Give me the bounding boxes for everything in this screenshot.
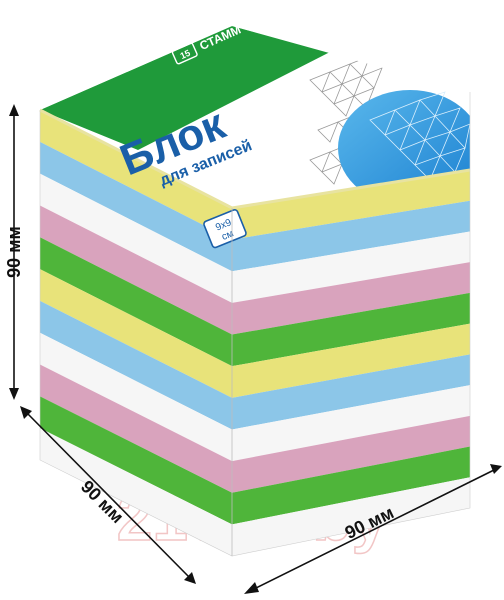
right-paper-stripe — [232, 170, 470, 240]
right-paper-stripe — [232, 354, 470, 430]
right-paper-stripe — [232, 385, 470, 462]
height-label: 90 мм — [4, 226, 24, 278]
right-paper-stripe — [232, 477, 470, 556]
cube-right-face — [232, 170, 470, 556]
right-paper-stripe — [232, 200, 470, 272]
left-paper-stripe — [40, 237, 232, 367]
left-paper-stripe — [40, 110, 232, 240]
left-paper-stripe — [40, 173, 232, 303]
left-paper-stripe — [40, 141, 232, 272]
cube-left-face — [40, 110, 232, 556]
right-paper-stripe — [232, 292, 470, 367]
height-dimension: 90 мм — [4, 104, 24, 400]
right-paper-stripe — [232, 231, 470, 303]
right-paper-stripe — [232, 415, 470, 493]
brand-logo-number: 15 — [179, 48, 192, 61]
left-paper-stripe — [40, 269, 232, 398]
left-paper-stripe — [40, 300, 232, 430]
right-paper-stripe — [232, 446, 470, 525]
right-paper-stripe — [232, 323, 470, 398]
left-paper-stripe — [40, 428, 232, 556]
brand-logo-icon — [171, 42, 198, 65]
right-paper-stripe — [232, 262, 470, 335]
left-paper-stripe — [40, 364, 232, 493]
left-paper-stripe — [40, 332, 232, 462]
left-paper-stripe — [40, 396, 232, 525]
top-green-band — [40, 26, 330, 150]
left-paper-stripe — [40, 205, 232, 335]
